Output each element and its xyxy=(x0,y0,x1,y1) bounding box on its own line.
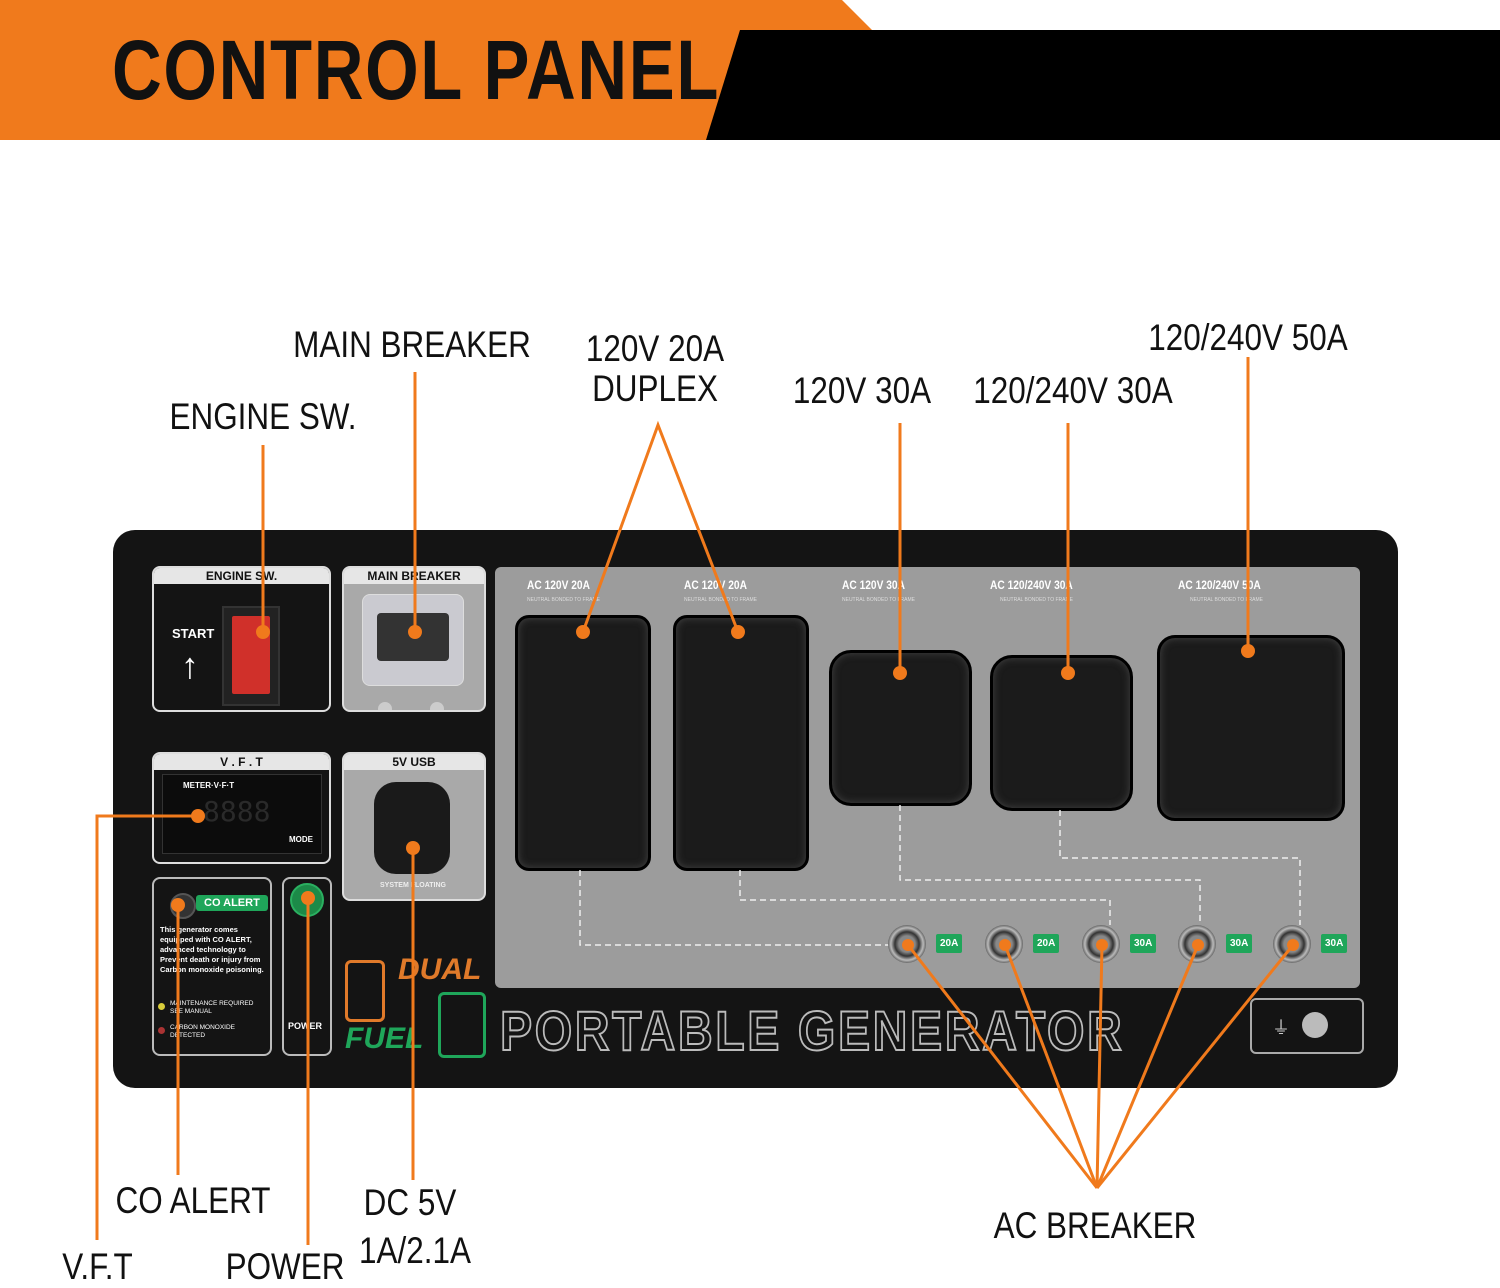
outlet-label: AC 120V 30A xyxy=(842,578,905,592)
breaker-rating: 30A xyxy=(1130,934,1157,953)
page-title: CONTROL PANEL xyxy=(112,23,721,117)
callout-duplex-line1: 120V 20A xyxy=(585,328,725,369)
fuel-label: FUEL xyxy=(345,1022,424,1055)
callout-ac-breaker: AC BREAKER xyxy=(993,1205,1197,1246)
callout-duplex-line2: DUPLEX xyxy=(592,368,718,409)
vft-box: V . F . T METER·V·F·T 8888 MODE xyxy=(152,752,331,864)
callout-main-breaker: MAIN BREAKER xyxy=(293,324,531,365)
breaker-rating: 20A xyxy=(1033,934,1060,953)
outlet-30a-cover[interactable] xyxy=(829,650,972,806)
screw-icon xyxy=(378,702,392,710)
arrow-up-icon: ↑ xyxy=(181,645,199,686)
co-alert-badge: CO ALERT xyxy=(196,895,268,911)
ground-bolt xyxy=(1302,1012,1328,1038)
breaker-rating: 30A xyxy=(1321,934,1348,953)
callout-dc-line1: DC 5V xyxy=(363,1182,457,1223)
outlet-sublabel: NEUTRAL BONDED TO FRAME xyxy=(527,597,600,603)
ground-terminal: ⏚ xyxy=(1250,998,1364,1054)
outlet-240v-30a-cover[interactable] xyxy=(990,655,1133,811)
breaker-rating: 20A xyxy=(936,934,963,953)
outlet-label: AC 120V 20A xyxy=(684,578,747,592)
meter-label: METER·V·F·T xyxy=(183,781,235,790)
duplex-outlet-cover-2[interactable] xyxy=(673,615,809,871)
ground-icon: ⏚ xyxy=(1272,1018,1290,1038)
screw-icon xyxy=(430,702,444,710)
main-breaker-switch[interactable] xyxy=(362,594,464,686)
breaker-rating: 30A xyxy=(1226,934,1253,953)
engine-box-title: ENGINE SW. xyxy=(154,568,329,584)
propane-tank-icon xyxy=(438,992,486,1058)
callout-power: POWER xyxy=(225,1246,345,1287)
callout-engine-switch: ENGINE SW. xyxy=(169,396,357,437)
main-breaker-box: MAIN BREAKER xyxy=(342,566,486,712)
duplex-outlet-cover-1[interactable] xyxy=(515,615,651,871)
gas-pump-icon xyxy=(345,960,385,1022)
engine-switch-box: ENGINE SW. START ↑ xyxy=(152,566,331,712)
co-alert-text: This generator comes equipped with CO AL… xyxy=(160,925,264,974)
outlet-50a-cover[interactable] xyxy=(1157,635,1345,821)
vft-title: V . F . T xyxy=(154,754,329,770)
outlet-sublabel: NEUTRAL BONDED TO FRAME xyxy=(1000,597,1073,603)
outlet-label: AC 120/240V 50A xyxy=(1178,578,1261,592)
yellow-dot-icon xyxy=(158,1003,165,1010)
outlet-label: AC 120/240V 30A xyxy=(990,578,1073,592)
start-label: START xyxy=(172,626,215,641)
maintenance-legend: MAINTENANCE REQUIRED SEE MANUAL xyxy=(170,1000,254,1015)
mode-button[interactable]: MODE xyxy=(289,835,313,844)
header-banner xyxy=(0,0,1500,140)
outlet-sublabel: NEUTRAL BONDED TO FRAME xyxy=(842,597,915,603)
callout-vft: V.F.T xyxy=(62,1246,133,1287)
brand-text: PORTABLE GENERATOR xyxy=(499,998,1125,1063)
outlet-sublabel: NEUTRAL BONDED TO FRAME xyxy=(684,597,757,603)
callout-outlet-30a: 120V 30A xyxy=(792,370,932,411)
callout-dc-line2: 1A/2.1A xyxy=(359,1230,471,1271)
callout-outlet-240v-30a: 120/240V 30A xyxy=(973,370,1173,411)
callout-co-alert: CO ALERT xyxy=(115,1180,271,1221)
power-label: POWER xyxy=(288,1021,323,1031)
usb-title: 5V USB xyxy=(344,754,484,770)
engine-switch-housing xyxy=(222,606,280,706)
callout-outlet-50a: 120/240V 50A xyxy=(1148,317,1348,358)
outlet-label: AC 120V 20A xyxy=(527,578,590,592)
red-dot-icon xyxy=(158,1027,165,1034)
vft-display: 8888 xyxy=(203,795,271,828)
co-detected-legend: CARBON MONOXIDE DETECTED xyxy=(170,1024,236,1039)
outlet-sublabel: NEUTRAL BONDED TO FRAME xyxy=(1190,597,1263,603)
